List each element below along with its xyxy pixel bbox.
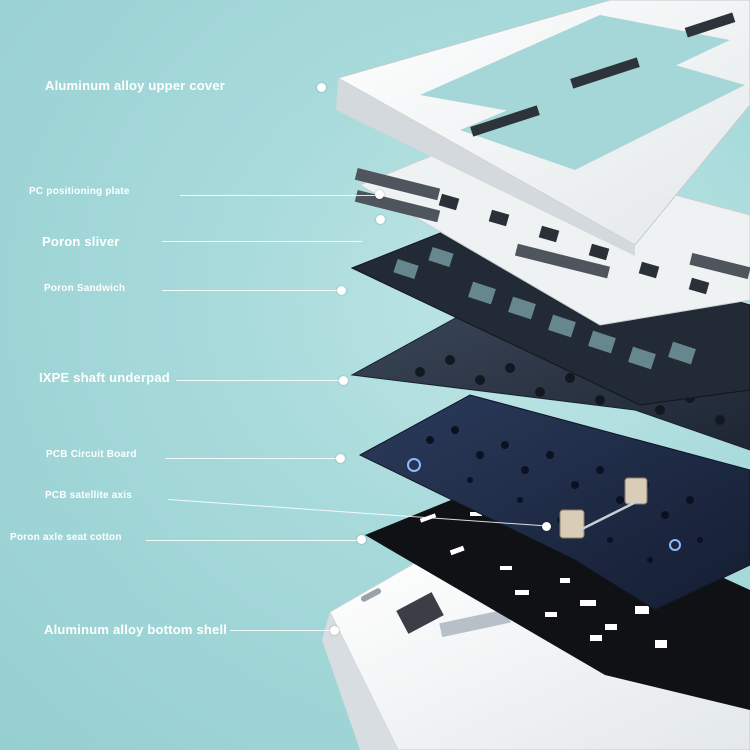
pointer-dot-bottom-shell [330,626,339,635]
label-bottom-shell: Aluminum alloy bottom shell [44,622,228,637]
pointer-dot-upper-cover [317,83,326,92]
ribbon-cable [439,608,511,638]
label-ixpe-underpad: IXPE shaft underpad [39,370,170,385]
poron-sandwich-layer [350,221,750,406]
pointer-dot-poron-axle [357,535,366,544]
leader-pcb-board [165,458,336,459]
label-pcb-satellite: PCB satellite axis [45,490,132,501]
axle-cotton-layer [365,478,750,710]
usb-port [360,588,382,602]
bottom-shell-layer [322,559,750,750]
pointer-dot-pcb-satellite [542,522,551,531]
label-poron-sandwich: Poron Sandwich [44,283,126,294]
leader-poron-axle [146,540,358,541]
leader-poron-sandwich [162,290,337,291]
label-upper-cover: Aluminum alloy upper cover [45,78,226,93]
pointer-dot-ixpe-underpad [339,376,348,385]
label-poron-axle: Poron axle seat cotton [10,532,122,543]
label-pcb-board: PCB Circuit Board [46,449,137,460]
satellite-axis [559,477,648,539]
leader-ixpe-underpad [176,380,339,381]
pointer-dot-pcb-board [336,454,345,463]
pointer-dot-poron-sliver [376,215,385,224]
upper-cover-layer [336,0,750,256]
leader-pc-plate [180,195,375,196]
label-pc-plate: PC positioning plate [29,186,130,197]
pointer-dot-poron-sandwich [337,286,346,295]
leader-bottom-shell [230,630,330,631]
leader-poron-sliver [162,241,362,242]
axle-cotton-cutouts [419,512,667,648]
battery-connector [396,592,444,634]
pointer-dot-pc-plate [375,190,384,199]
label-poron-sliver: Poron sliver [42,234,120,249]
